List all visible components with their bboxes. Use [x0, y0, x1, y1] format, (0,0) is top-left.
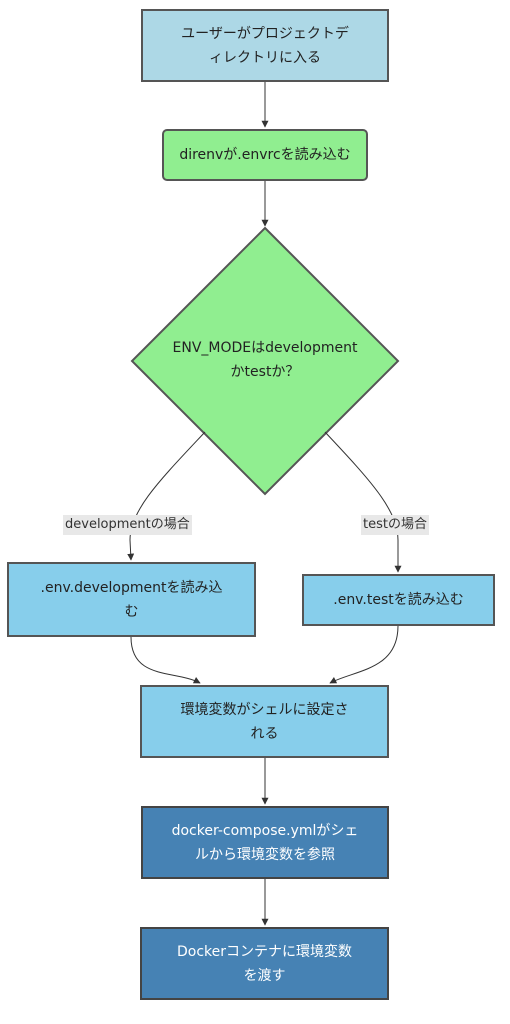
node-load-env-test: .env.testを読み込む [302, 574, 495, 626]
node-text-line: ィレクトリに入る [208, 49, 321, 66]
node-text-line: .env.testを読み込む [333, 592, 464, 608]
edge-label-development: developmentの場合 [63, 515, 192, 535]
node-text-line: direnvが.envrcを読み込む [179, 147, 351, 163]
edge-test-to-shell [329, 625, 399, 684]
node-text-line: Dockerコンテナに環境変数 [176, 943, 353, 960]
node-text-line: れる [250, 725, 279, 742]
node-direnv-reads-envrc: direnvが.envrcを読み込む [162, 129, 368, 181]
node-pass-env-to-container: Dockerコンテナに環境変数 を渡す [140, 927, 389, 1000]
node-text-line: .env.developmentを読み込 [40, 579, 223, 596]
node-text-line: docker-compose.ymlがシェ [171, 822, 359, 839]
node-text-line: かtestか？ [230, 364, 300, 380]
node-text-line: ユーザーがプロジェクトデ [181, 25, 349, 42]
node-text-line: ルから環境変数を参照 [195, 846, 335, 863]
node-user-enters-directory: ユーザーがプロジェクトデ ィレクトリに入る [141, 9, 389, 82]
node-text-line: を渡す [243, 967, 286, 984]
node-text-line: ENV_MODEはdevelopment [172, 340, 358, 356]
edge-decision-to-test [324, 431, 402, 573]
node-text-line: 環境変数がシェルに設定さ [180, 701, 349, 718]
node-decision-env-mode: ENV_MODEはdevelopment かtestか？ [160, 330, 370, 390]
decision-diamond [130, 226, 400, 496]
node-env-vars-set-in-shell: 環境変数がシェルに設定さ れる [140, 685, 389, 758]
node-load-env-development: .env.developmentを読み込 む [7, 562, 256, 637]
node-compose-references-env: docker-compose.ymlがシェ ルから環境変数を参照 [141, 806, 389, 879]
edge-dev-to-shell [130, 636, 201, 684]
edge-label-test: testの場合 [361, 515, 429, 535]
node-text-line: む [124, 603, 139, 620]
edge-decision-to-dev [127, 431, 206, 561]
